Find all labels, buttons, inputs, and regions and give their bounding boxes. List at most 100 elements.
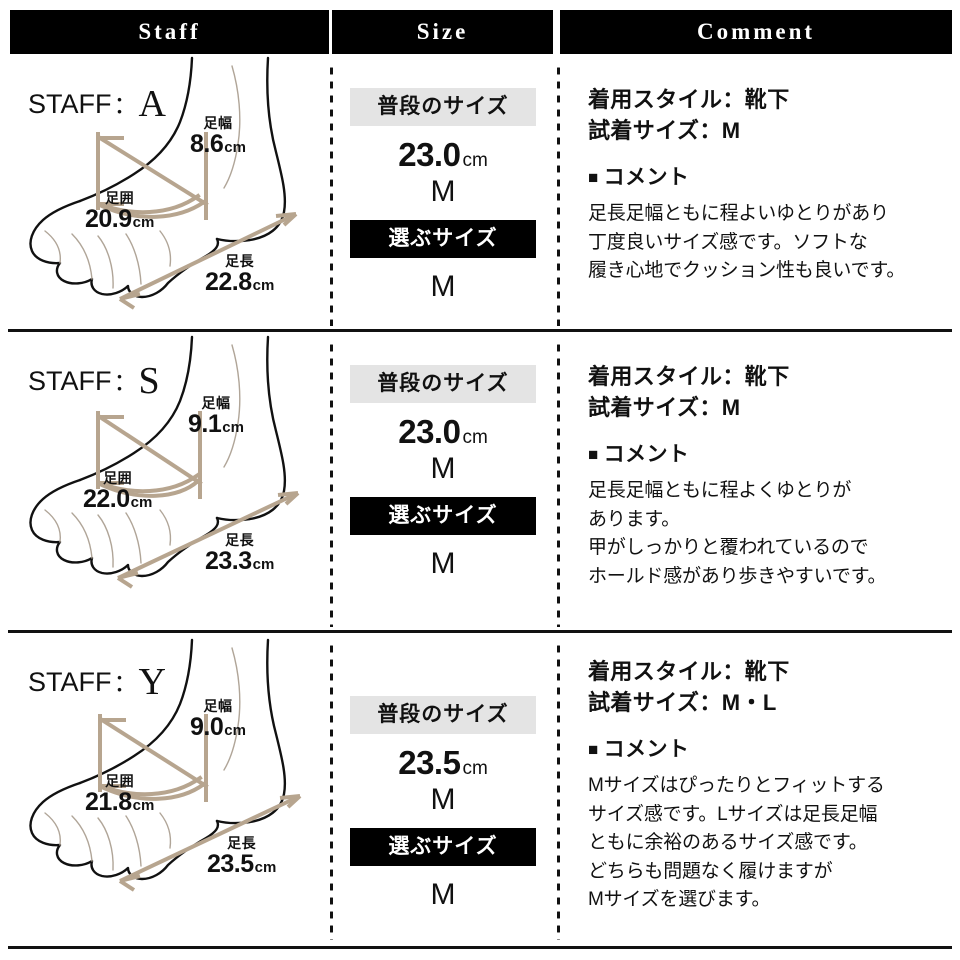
header-cell-size: Size <box>332 10 553 54</box>
staff-name-label: STAFF ： Y <box>28 660 166 703</box>
row-divider <box>8 630 952 633</box>
staff-colon: ： <box>113 92 138 119</box>
foot-diagram <box>29 56 298 310</box>
foot-width-caption: 足幅 <box>203 115 233 131</box>
staff-initial: S <box>138 360 160 402</box>
chosen-size-banner: 選ぶサイズ <box>350 496 536 535</box>
chosen-size-value: M <box>430 269 456 303</box>
try-size-line: 試着サイズ：M <box>588 395 741 421</box>
foot-width-value: 9.0cm <box>190 712 246 741</box>
header-cell-staff: Staff <box>10 10 329 54</box>
column-divider-size-comment <box>557 341 560 627</box>
comment-body-line: サイズ感です。Lサイズは足長足幅 <box>588 803 878 825</box>
foot-length-value: 22.8cm <box>205 267 275 296</box>
staff-colon: ： <box>113 670 138 697</box>
comment-cell: 着用スタイル：靴下 試着サイズ：M・L ■コメント Mサイズはぴったりとフィット… <box>588 634 956 946</box>
comment-body-line: Mサイズを選びます。 <box>588 889 771 911</box>
staff-prefix: STAFF <box>28 667 112 697</box>
foot-length-measurement: 足長 23.5cm <box>207 836 276 877</box>
column-divider-staff-size <box>330 64 333 326</box>
foot-width-measurement: 足幅 9.1cm <box>188 396 244 437</box>
table-bottom-divider <box>8 946 952 949</box>
comment-body-line: 足長足幅ともに程よくゆとりが <box>588 480 852 502</box>
foot-girth-measurement: 足囲 20.9cm <box>85 191 154 232</box>
header-cell-comment: Comment <box>560 10 952 54</box>
foot-girth-measurement: 足囲 21.8cm <box>85 774 154 815</box>
try-size-line: 試着サイズ：M <box>588 118 741 144</box>
usual-size-letter: M <box>430 783 456 816</box>
staff-initial: A <box>138 83 166 125</box>
foot-width-measurement: 足幅 9.0cm <box>190 699 246 740</box>
staff-name-label: STAFF ： S <box>28 359 160 402</box>
wear-style-line: 着用スタイル：靴下 <box>588 659 790 684</box>
comment-body-line: 丁度良いサイズ感です。ソフトな <box>588 231 868 253</box>
staff-name-label: STAFF ： A <box>28 82 166 125</box>
comment-body-line: ともに余裕のあるサイズ感です。 <box>588 832 868 854</box>
foot-length-measurement: 足長 22.8cm <box>205 254 274 295</box>
comment-body-line: あります。 <box>588 508 681 530</box>
comment-heading: ■コメント <box>588 738 690 762</box>
chosen-size-value: M <box>430 546 456 580</box>
comment-cell: 着用スタイル：靴下 試着サイズ：M ■コメント 足長足幅ともに程よくゆとりが あ… <box>588 333 956 633</box>
column-divider-size-comment <box>557 64 560 326</box>
foot-width-caption: 足幅 <box>203 698 233 714</box>
usual-size-letter: M <box>430 452 456 485</box>
comment-body-line: どちらも問題なく履けますが <box>588 860 833 882</box>
foot-girth-value: 22.0cm <box>83 484 153 513</box>
column-divider-staff-size <box>330 642 333 940</box>
foot-length-caption: 足長 <box>225 253 255 269</box>
foot-length-value: 23.3cm <box>205 546 275 575</box>
try-size-line: 試着サイズ：M・L <box>588 690 777 716</box>
staff-cell: STAFF ： Y <box>0 634 331 946</box>
foot-girth-measurement: 足囲 22.0cm <box>83 471 152 512</box>
comment-heading: ■コメント <box>588 166 690 190</box>
foot-diagram <box>29 335 300 589</box>
staff-colon: ： <box>113 369 138 396</box>
comment-cell: 着用スタイル：靴下 試着サイズ：M ■コメント 足長足幅ともに程よいゆとりがあり… <box>588 56 956 332</box>
comment-body-line: ホールド感があり歩きやすいです。 <box>588 565 887 587</box>
wear-style-line: 着用スタイル：靴下 <box>588 87 790 112</box>
table-row: STAFF ： S <box>0 333 960 633</box>
foot-width-measurement: 足幅 8.6cm <box>190 116 246 157</box>
wear-style-line: 着用スタイル：靴下 <box>588 364 790 389</box>
foot-width-value: 8.6cm <box>190 129 246 158</box>
foot-width-caption: 足幅 <box>201 395 231 411</box>
staff-initial: Y <box>138 661 166 703</box>
chosen-size-value: M <box>430 877 456 911</box>
foot-girth-caption: 足囲 <box>105 190 135 206</box>
table-header: Staff Size Comment <box>0 0 960 56</box>
staff-cell: STAFF ： S <box>0 333 331 633</box>
foot-girth-value: 21.8cm <box>85 787 155 816</box>
usual-size-letter: M <box>430 175 456 208</box>
comment-body-line: Mサイズはぴったりとフィットする <box>588 775 885 797</box>
usual-size-banner: 普段のサイズ <box>350 696 536 734</box>
column-divider-staff-size <box>330 341 333 627</box>
square-bullet-icon: ■ <box>588 740 599 760</box>
foot-length-measurement: 足長 23.3cm <box>205 533 274 574</box>
foot-length-caption: 足長 <box>227 835 257 851</box>
staff-prefix: STAFF <box>28 89 112 119</box>
comment-body-line: 甲がしっかりと覆われているので <box>588 537 869 559</box>
usual-size-banner: 普段のサイズ <box>350 365 536 403</box>
foot-girth-caption: 足囲 <box>105 773 135 789</box>
chosen-size-banner: 選ぶサイズ <box>350 219 536 258</box>
foot-length-value: 23.5cm <box>207 849 277 878</box>
square-bullet-icon: ■ <box>588 168 599 188</box>
row-divider <box>8 329 952 332</box>
table-row: STAFF ： Y <box>0 634 960 949</box>
staff-cell: STAFF ： A <box>0 56 331 332</box>
foot-girth-value: 20.9cm <box>85 204 155 233</box>
table-row: STAFF ： A <box>0 56 960 332</box>
comment-heading: ■コメント <box>588 443 690 467</box>
comment-body-line: 履き心地でクッション性も良いです。 <box>588 260 906 282</box>
comment-body-line: 足長足幅ともに程よいゆとりがあり <box>588 203 889 225</box>
foot-width-value: 9.1cm <box>188 409 244 438</box>
foot-girth-caption: 足囲 <box>103 470 133 486</box>
